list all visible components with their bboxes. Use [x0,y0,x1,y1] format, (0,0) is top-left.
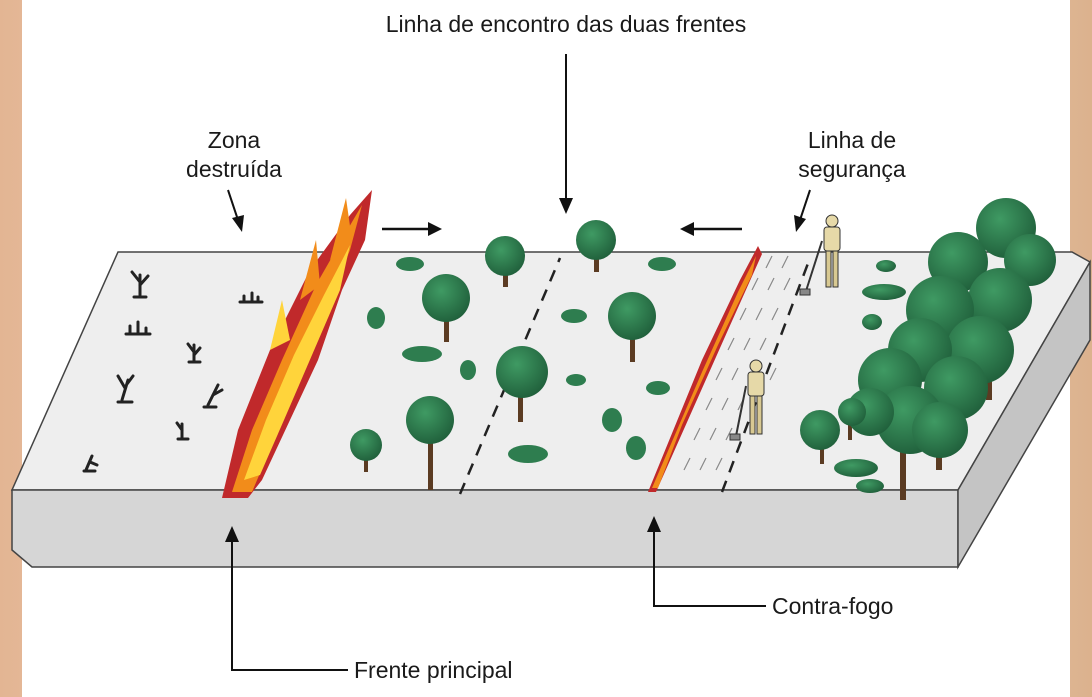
tree-icon [576,220,616,272]
dense-forest [800,198,1056,500]
burned-stump-icon [116,374,135,404]
counter-fire-line [648,246,762,492]
shrubs [367,257,676,463]
burned-stump-icon [124,320,152,336]
label-safety-line-line1: Linha de [807,127,897,153]
pointer-destroyed-zone [227,189,244,232]
middle-vegetation [350,220,676,490]
advance-arrow-left [680,222,742,236]
pointer-meeting-line [559,54,573,214]
advance-arrow-right [382,222,442,236]
label-destroyed-zone-line1: Zona [207,127,261,153]
burned-stump-icon [175,421,190,441]
main-fire-front [222,190,372,498]
terrain-right-face [957,259,1091,570]
burned-stump-icon [202,383,224,409]
firefighter-icon [799,214,841,296]
burned-stump-icon [82,454,99,473]
pointer-safety-line [794,189,811,232]
label-main-front: Frente principal [354,657,513,683]
firefighter-icon [729,359,765,441]
tree-icon [608,292,656,362]
tree-icon [350,429,382,472]
label-safety-line-line2: segurança [798,156,906,182]
burned-stumps [82,270,264,473]
tree-icon [485,236,525,287]
pointer-counter-fire [647,516,766,607]
burned-stump-icon [238,291,264,304]
tree-icon [406,396,454,490]
label-counter-fire: Contra-fogo [772,593,894,619]
pointer-main-front [225,526,348,671]
terrain-front-face [11,489,959,568]
label-destroyed-zone-line2: destruída [186,156,282,182]
burned-stump-icon [130,270,150,299]
burned-stump-icon [186,342,202,364]
label-meeting-line: Linha de encontro das duas frentes [385,11,747,37]
tree-icon [422,274,470,342]
tree-icon [496,346,548,422]
